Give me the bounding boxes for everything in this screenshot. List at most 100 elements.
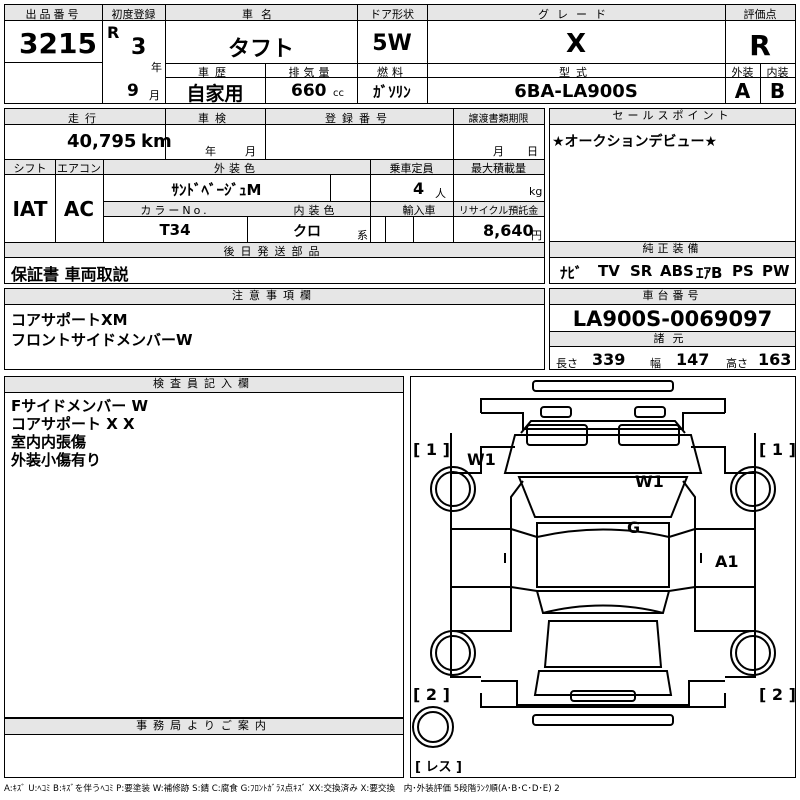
history-label: 車歴 bbox=[198, 66, 232, 79]
exterior-label: 外装 bbox=[731, 66, 754, 79]
shift: IAT bbox=[12, 197, 48, 221]
damage-mark-g-windshield: G bbox=[627, 518, 640, 537]
lot-no-label: 出品番号 bbox=[25, 8, 82, 21]
ac-label: エアコン bbox=[57, 162, 101, 175]
interior-label: 内装 bbox=[766, 66, 789, 79]
max-load-unit: kg bbox=[529, 185, 543, 198]
model-code: 6BA-LA900S bbox=[514, 81, 638, 102]
capacity-unit: 人 bbox=[435, 187, 446, 200]
mileage: 40,795 bbox=[67, 131, 137, 152]
mileage-unit: km bbox=[141, 131, 172, 152]
equipment-tv: TV bbox=[598, 262, 620, 280]
capacity: 4 bbox=[413, 179, 425, 198]
int-color-label: 内装色 bbox=[293, 204, 339, 217]
door-label: ドア形状 bbox=[370, 8, 414, 21]
chassis-label: 車台番号 bbox=[550, 289, 795, 305]
recycle-unit: 円 bbox=[531, 229, 542, 242]
inspection-month-unit: 月 bbox=[245, 145, 256, 158]
color-no-label: カラーNo. bbox=[140, 204, 210, 217]
door-type: 5W bbox=[372, 31, 412, 56]
vehicle-detail-table: 走行 車検 登録番号 譲渡書類期限 40,795 km 年 月 月 日 シフト … bbox=[4, 108, 545, 284]
inspector-line-3: 室内内張傷 bbox=[11, 433, 87, 451]
vehicle-info-table: 出品番号 初度登録 車名 ドア形状 グレード 評価点 3215 R 3 年 タフ… bbox=[4, 4, 796, 105]
mileage-label: 走行 bbox=[68, 112, 102, 125]
transfer-label: 譲渡書類期限 bbox=[468, 114, 529, 125]
car-diagram: W1 W1 G A1 [ 1 ] [ 1 ] [ 2 ] [ 2 ] [ レス … bbox=[410, 376, 796, 778]
fuel: ｶﾞｿﾘﾝ bbox=[373, 83, 411, 101]
inspector-line-1: Fサイドメンバー W bbox=[11, 397, 149, 415]
length-label: 長さ bbox=[556, 357, 578, 370]
ac: AC bbox=[63, 197, 95, 221]
year-unit: 年 bbox=[151, 61, 162, 74]
equipment-sr: SR bbox=[630, 262, 653, 280]
car-name-label: 車名 bbox=[242, 8, 280, 21]
equipment-abs: ABS bbox=[660, 262, 694, 280]
lot-no: 3215 bbox=[19, 27, 97, 60]
inspector-line-4: 外装小傷有り bbox=[11, 451, 102, 469]
length: 339 bbox=[592, 350, 626, 369]
grade-label: グレード bbox=[538, 8, 614, 21]
equipment-box: 純正装備 ﾅﾋﾞ TV SR ABS ｴｱB PS PW bbox=[549, 241, 796, 284]
transfer-day-unit: 日 bbox=[527, 145, 538, 158]
displacement-unit: cc bbox=[333, 88, 344, 99]
notes-line-1: コアサポートXM bbox=[11, 311, 128, 329]
damage-legend: A:ｷｽﾞ U:ﾍｺﾐ B:ｷｽﾞを伴うﾍｺﾐ P:要塗装 W:補修跡 S:錆 … bbox=[4, 784, 560, 794]
tire-rear-left-label: [ 2 ] bbox=[413, 685, 450, 704]
color-no: T34 bbox=[159, 221, 191, 239]
inspector-label: 検査員記入欄 bbox=[5, 377, 403, 393]
height: 163 bbox=[758, 350, 792, 369]
later-parts-label: 後日発送部品 bbox=[223, 245, 326, 258]
model-label: 型式 bbox=[559, 66, 593, 79]
equipment-airbag: ｴｱB bbox=[696, 264, 723, 282]
car-name: タフト bbox=[227, 37, 294, 62]
tire-front-right-label: [ 1 ] bbox=[759, 440, 795, 459]
office-box: 事務局よりご案内 bbox=[4, 718, 404, 778]
tire-rear-right-label: [ 2 ] bbox=[759, 685, 795, 704]
displacement: 660 bbox=[291, 81, 327, 101]
first-reg-label: 初度登録 bbox=[111, 8, 156, 21]
inspection-year-unit: 年 bbox=[205, 145, 216, 158]
chassis-box: 車台番号 LA900S-0069097 諸元 長さ 339 幅 147 高さ 1… bbox=[549, 288, 796, 370]
shift-label: シフト bbox=[13, 162, 47, 175]
int-color-unit: 系 bbox=[357, 229, 368, 242]
max-load-label: 最大積載量 bbox=[471, 162, 526, 175]
sales-point-box: セールスポイント ★オークションデビュー★ bbox=[549, 108, 796, 242]
transfer-month-unit: 月 bbox=[493, 145, 504, 158]
capacity-label: 乗車定員 bbox=[389, 162, 434, 175]
grade: X bbox=[565, 29, 587, 59]
int-color: クロ bbox=[293, 224, 321, 240]
width-label: 幅 bbox=[650, 357, 661, 370]
fuel-label: 燃料 bbox=[377, 66, 407, 79]
height-label: 高さ bbox=[726, 357, 748, 370]
later-parts: 保証書 車両取説 bbox=[11, 265, 129, 284]
month-unit: 月 bbox=[149, 89, 160, 102]
damage-mark-w1-left-fender: W1 bbox=[467, 450, 496, 469]
month-num: 9 bbox=[127, 81, 139, 101]
equipment-navi: ﾅﾋﾞ bbox=[560, 264, 583, 282]
notes-label: 注意事項欄 bbox=[5, 289, 544, 305]
interior-grade: B bbox=[769, 79, 786, 103]
displacement-label: 排気量 bbox=[288, 66, 334, 79]
inspector-line-2: コアサポート X X bbox=[11, 415, 135, 433]
inspection-label: 車検 bbox=[198, 112, 232, 125]
exterior-grade: A bbox=[734, 79, 751, 103]
history: 自家用 bbox=[186, 83, 244, 105]
import-label: 輸入車 bbox=[402, 204, 436, 217]
score-label: 評価点 bbox=[743, 8, 777, 21]
spec-label: 諸元 bbox=[550, 331, 795, 347]
recycle-fee: 8,640 bbox=[483, 221, 534, 240]
damage-mark-a1-right-door: A1 bbox=[715, 552, 739, 571]
tire-front-left-label: [ 1 ] bbox=[413, 440, 450, 459]
ext-color-label: 外装色 bbox=[214, 162, 259, 175]
header-band bbox=[5, 5, 795, 21]
notes-box: 注意事項欄 コアサポートXM フロントサイドメンバーW bbox=[4, 288, 545, 370]
damage-mark-w1-hood: W1 bbox=[635, 472, 664, 491]
width: 147 bbox=[676, 350, 710, 369]
equipment-ps: PS bbox=[732, 262, 754, 280]
equipment-pw: PW bbox=[762, 262, 790, 280]
recycle-label: リサイクル預託金 bbox=[458, 206, 539, 217]
ext-color: ｻﾝﾄﾞﾍﾞｰｼﾞｭM bbox=[171, 181, 262, 199]
era: R bbox=[107, 23, 120, 42]
chassis-number: LA900S-0069097 bbox=[572, 307, 773, 331]
spare-tire-label: [ レス ] bbox=[415, 760, 462, 775]
